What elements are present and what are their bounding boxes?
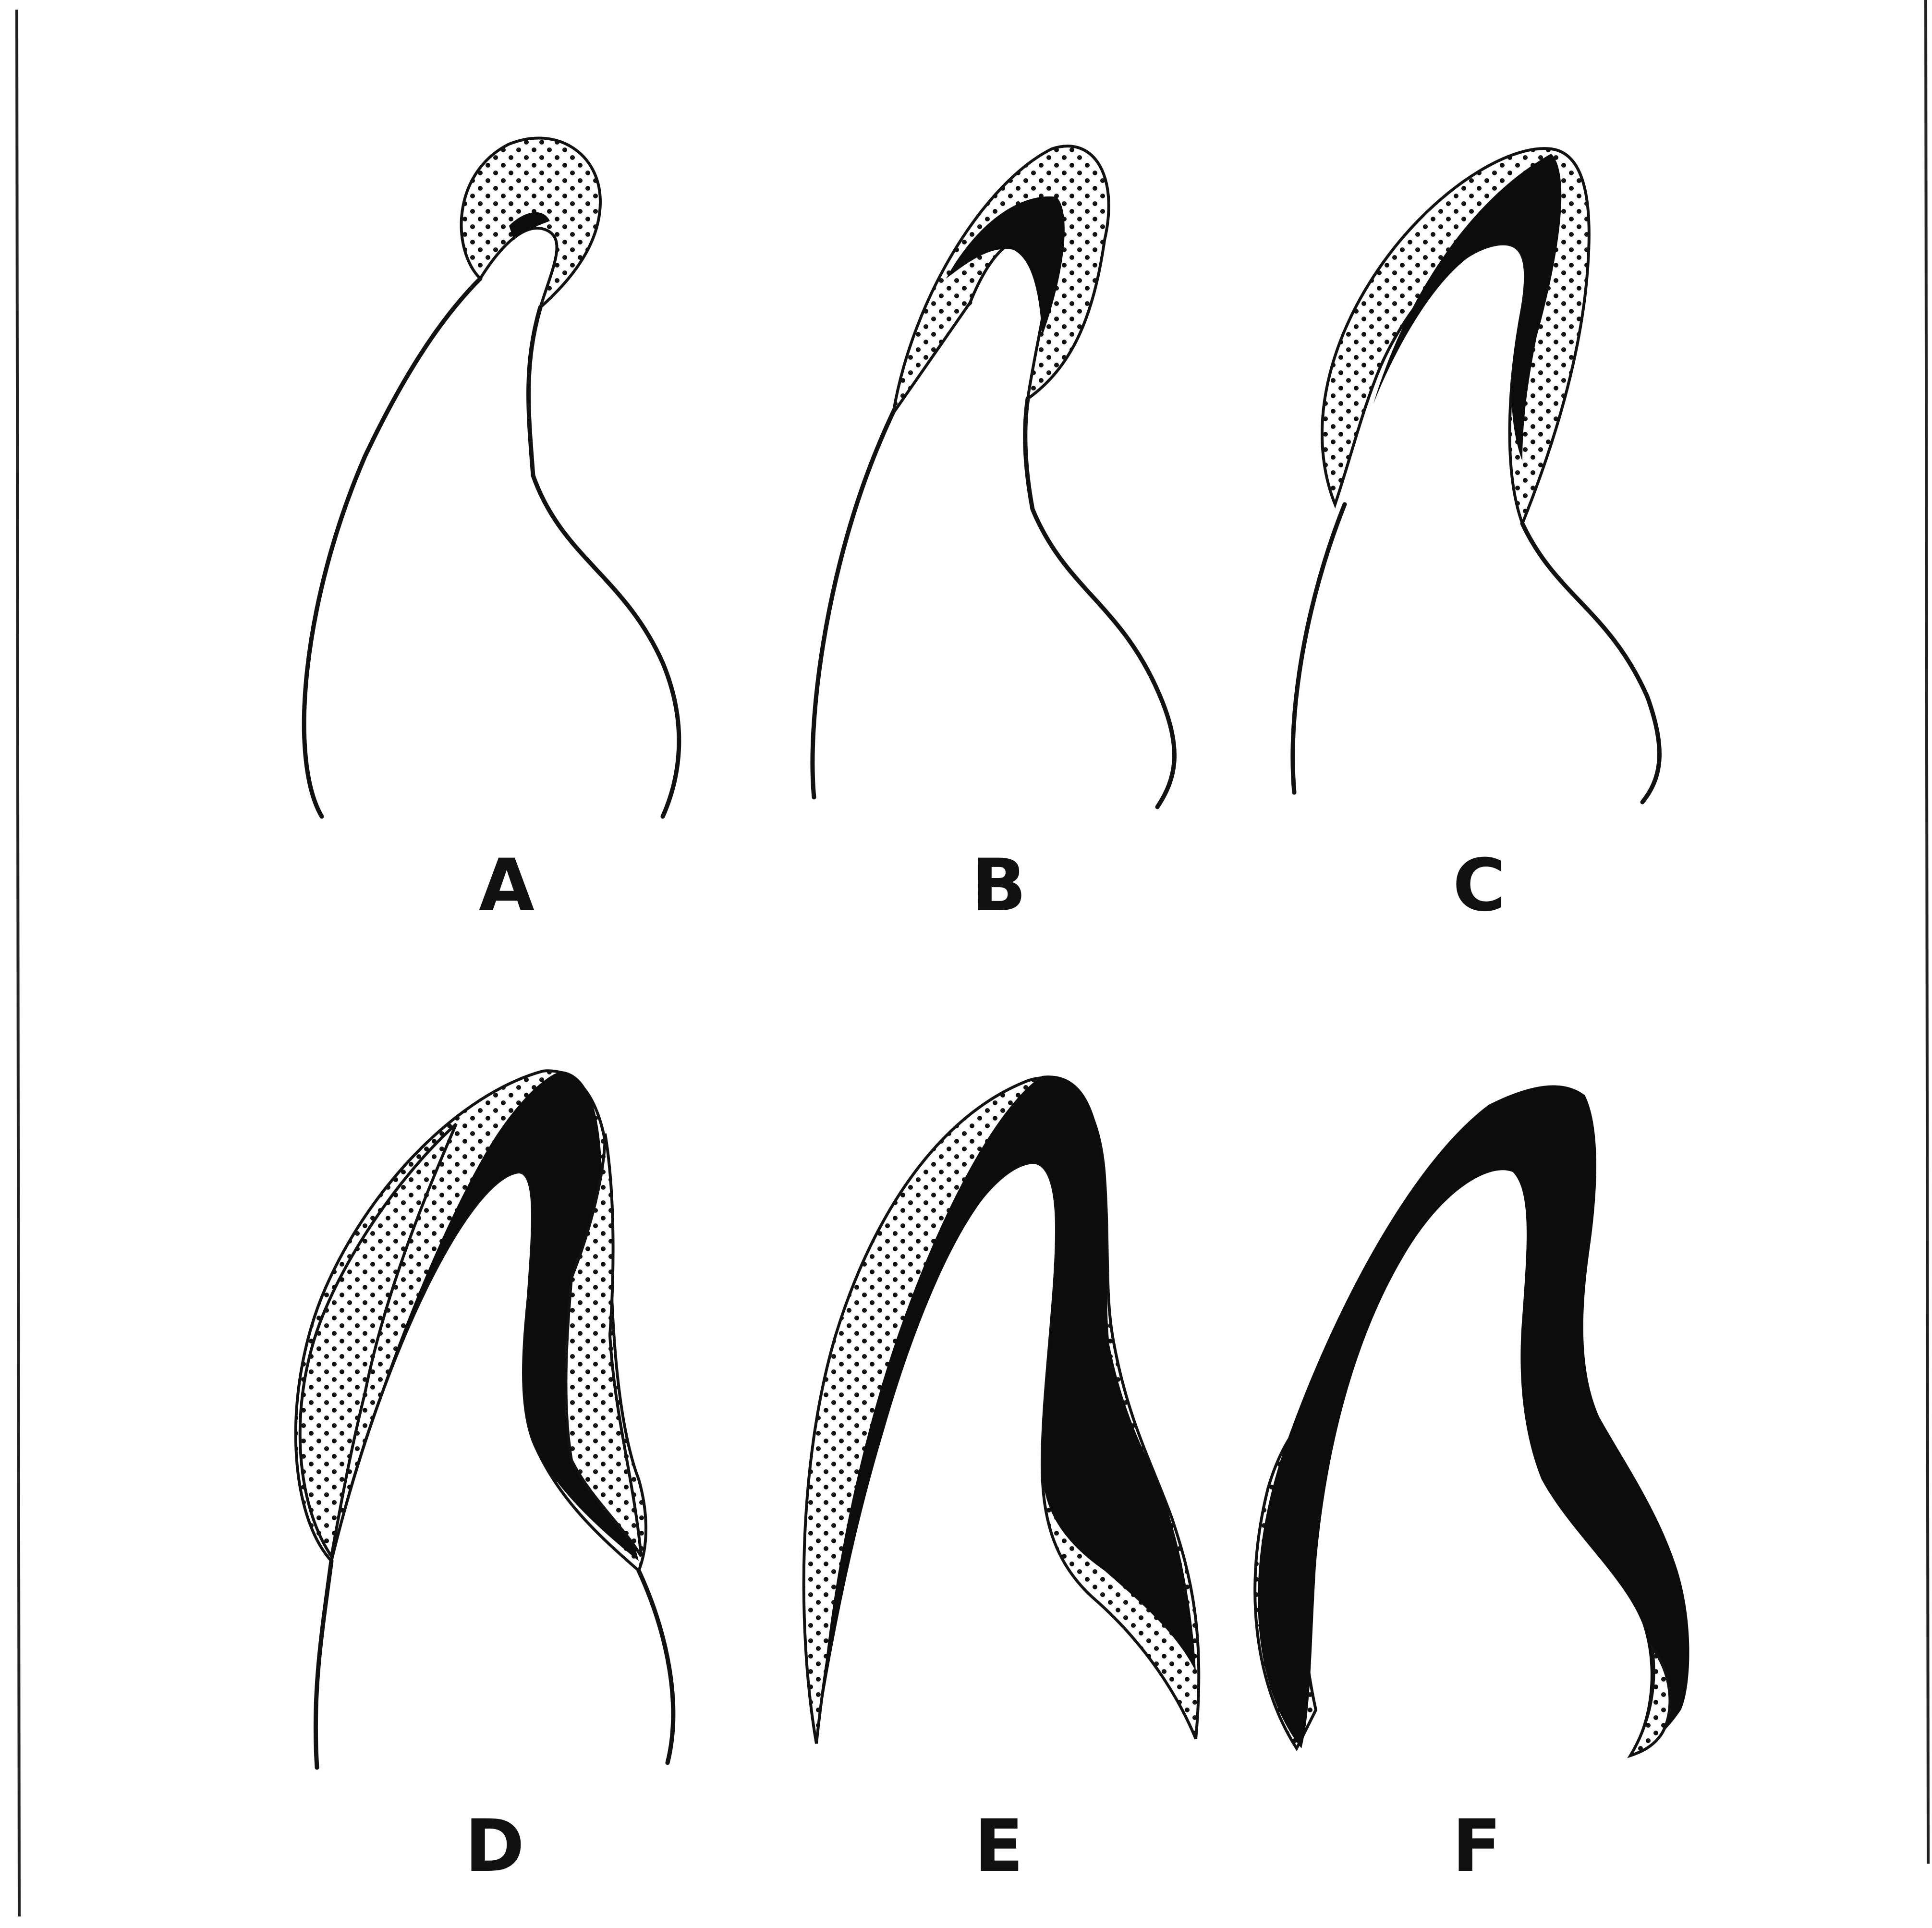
panel-d-tooth-outline bbox=[316, 1561, 673, 1768]
panel-c: C bbox=[1293, 148, 1660, 927]
panel-e: E bbox=[804, 1075, 1199, 1888]
panel-d-label: D bbox=[465, 1805, 525, 1888]
panel-b-tooth-outline bbox=[813, 303, 1175, 807]
panel-b-stippled-cap bbox=[893, 146, 1109, 413]
panel-a-label: A bbox=[479, 844, 535, 927]
panel-f-solid-tooth bbox=[1258, 1086, 1689, 1758]
panel-e-label: E bbox=[974, 1805, 1023, 1888]
panel-b: B bbox=[813, 146, 1175, 927]
panel-f: F bbox=[1255, 1086, 1689, 1888]
panel-b-label: B bbox=[972, 844, 1026, 927]
panel-a: A bbox=[304, 138, 679, 927]
right-border-line bbox=[1926, 0, 1928, 1864]
panel-f-label: F bbox=[1452, 1805, 1501, 1888]
panel-d: D bbox=[296, 1071, 673, 1888]
panel-c-label: C bbox=[1453, 844, 1506, 927]
panel-a-tooth-outline bbox=[304, 279, 679, 817]
left-border-line bbox=[17, 10, 19, 1916]
panel-c-tooth-outline bbox=[1293, 504, 1660, 802]
